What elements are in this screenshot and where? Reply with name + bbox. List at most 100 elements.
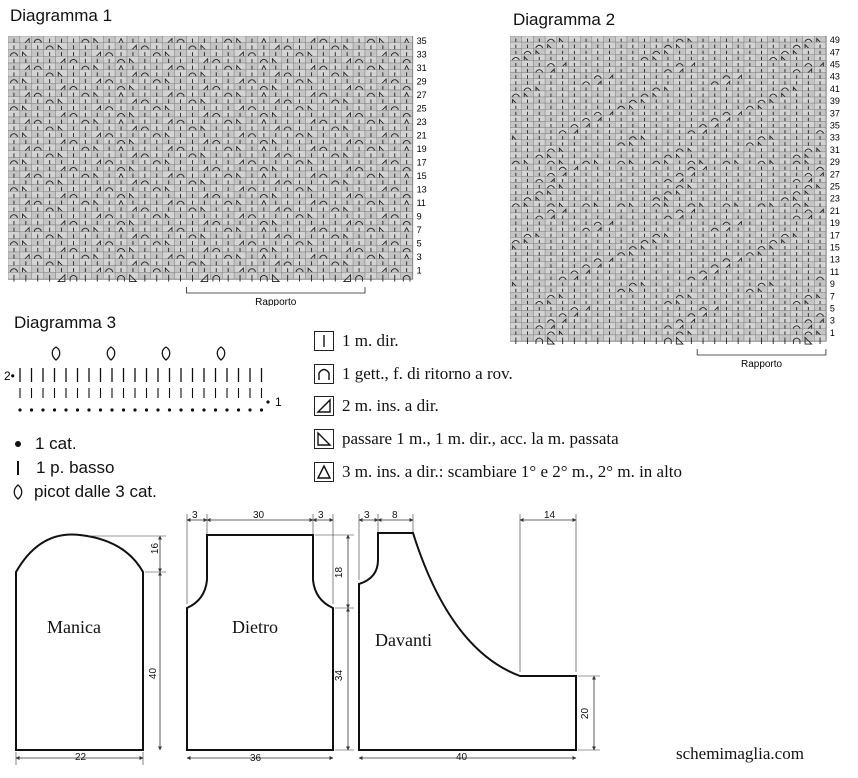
chart-cell [556, 200, 569, 207]
row-number: 49 [830, 36, 840, 45]
chart-cell [696, 273, 710, 281]
row-label-1: 1 [275, 395, 282, 409]
chart-cell [673, 176, 686, 183]
chart-cell [521, 90, 534, 98]
front-bottom-height: 20 [580, 707, 592, 720]
chart-cell [814, 145, 827, 153]
chart-cell [556, 182, 569, 189]
chart-cell [685, 316, 698, 323]
chart-cell [591, 157, 604, 165]
chain-dot [144, 408, 149, 412]
chart-cell [732, 200, 745, 207]
chart-cell [556, 328, 569, 336]
chart-cell [650, 54, 663, 61]
chart-cell [591, 224, 604, 232]
chart-cell [802, 66, 815, 73]
chart-cell [661, 194, 675, 201]
chart-cell [814, 328, 827, 336]
front-shoulder-b: 8 [392, 510, 398, 521]
chart-cell [510, 96, 522, 104]
chart-cell [661, 230, 675, 238]
row-number: 11 [417, 198, 426, 208]
sleeve-width: 22 [75, 752, 87, 763]
sleeve-cap-height: 16 [150, 542, 162, 555]
chain-dot [133, 408, 137, 412]
row-number: 29 [830, 157, 840, 167]
chart-cell [685, 182, 698, 189]
chart-cell [521, 237, 534, 244]
legend-picot: picot dalle 3 cat. [12, 480, 157, 504]
chart-cell [556, 206, 569, 214]
chain-dot [75, 408, 80, 412]
chain-dot [202, 408, 206, 412]
chart-cell [673, 334, 686, 342]
diagram2-chart: 4947454341393735333129272523211917151311… [510, 36, 840, 370]
row-number: 27 [830, 169, 840, 179]
chart-cell [720, 115, 733, 122]
chart-cell [591, 261, 604, 268]
chart-cell [661, 47, 675, 55]
chart-cell [802, 41, 815, 49]
repeat-bracket [696, 349, 827, 356]
row-number: 1 [417, 265, 422, 275]
chart-cell [696, 310, 710, 317]
chart-cell [556, 316, 569, 323]
row-number: 43 [830, 72, 840, 82]
chart-cell [732, 72, 745, 79]
chart-cell [544, 212, 557, 220]
row-number: 17 [830, 230, 840, 240]
chart-cell [673, 298, 686, 305]
chart-cell [720, 261, 733, 268]
skpo-symbol-icon [314, 429, 334, 449]
chart-cell [556, 145, 569, 153]
chart-cell [802, 298, 815, 305]
chart-grid [510, 36, 827, 345]
row-number: 41 [830, 84, 840, 94]
chart-cell [732, 218, 745, 226]
chart-cell [533, 194, 546, 201]
row-number: 31 [830, 145, 840, 155]
row-label-2: 2• [4, 369, 15, 383]
chart-cell [638, 243, 651, 250]
chart-cell [767, 243, 780, 250]
chart-cell [814, 169, 827, 177]
row-number: 23 [830, 194, 840, 204]
back-side: 34 [334, 669, 346, 682]
front-width: 40 [456, 752, 468, 763]
front-label: Davanti [375, 630, 432, 650]
chart-cell [579, 267, 593, 275]
row-number: 45 [830, 60, 840, 70]
chart-cell [814, 60, 827, 67]
chain-dot [266, 400, 270, 404]
chart-cell [767, 200, 780, 207]
row-number: 47 [830, 47, 840, 57]
chart-cell [696, 200, 710, 207]
chart-cell [732, 255, 745, 262]
row-number: 17 [417, 157, 427, 167]
k2tog-symbol-icon [314, 396, 334, 416]
chart-cell [720, 78, 733, 86]
chain-dot [236, 408, 241, 412]
chart-cell [661, 200, 675, 207]
chart-cell [814, 36, 827, 43]
chart-cell [720, 224, 733, 232]
chart-cell [814, 292, 827, 299]
row-number: 29 [417, 76, 427, 86]
chart-cell [626, 285, 639, 293]
legend-chain: 1 cat. [12, 432, 157, 456]
chart-cell [778, 54, 792, 61]
chain-dot [110, 408, 114, 412]
row-number: 23 [417, 117, 427, 127]
chart-cell [673, 322, 686, 330]
chart-cell [556, 36, 569, 43]
chart-cell [544, 66, 557, 73]
row-number: 19 [417, 144, 427, 154]
chart-cell [661, 84, 675, 92]
chart-cell [603, 218, 616, 226]
chart-cell [650, 90, 663, 98]
legend-yarn-over-text: 1 gett., f. di ritorno a rov. [342, 364, 513, 383]
diagram2-title: Diagramma 2 [513, 10, 616, 29]
legend-knit-text: 1 m. dir. [342, 331, 399, 350]
legend-bar: 1 p. basso [12, 456, 157, 480]
chart-cell [521, 54, 534, 61]
